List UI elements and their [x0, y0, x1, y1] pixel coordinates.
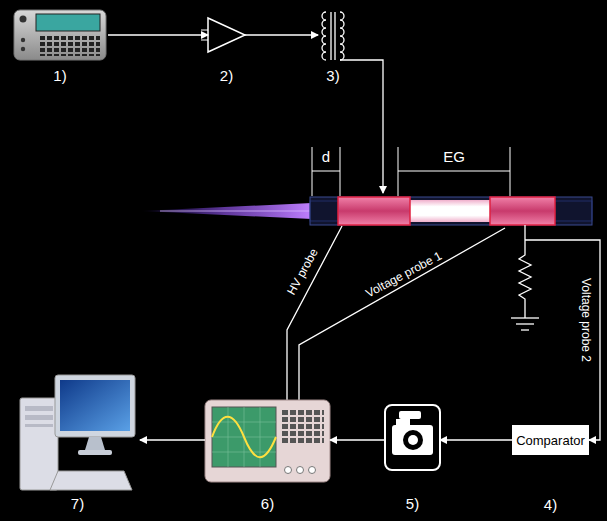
transformer-symbol — [322, 12, 344, 60]
camera-node: 5) — [385, 405, 440, 512]
camera-icon — [385, 405, 440, 470]
callout-number: 7) — [5, 496, 150, 512]
transformer-node: 3) — [318, 10, 348, 84]
resistor-symbol — [511, 225, 539, 330]
signal-arrow — [140, 439, 205, 440]
callout-number: 3) — [308, 68, 358, 84]
oscilloscope-node: 6) — [205, 400, 330, 512]
signal-arrow — [440, 439, 512, 440]
comparator-box: Comparator4) — [512, 425, 589, 455]
callout-number: 1) — [2, 68, 118, 84]
hv-feed-wire — [340, 60, 383, 193]
callout-number: 4) — [502, 497, 599, 513]
oscilloscope-icon — [205, 400, 330, 482]
plasma-jet — [140, 203, 312, 219]
amplifier-node: 2) — [208, 18, 245, 84]
probe-label: Voltage probe 1 — [364, 249, 444, 300]
dimension-label: d — [322, 149, 330, 166]
function-generator — [14, 10, 106, 60]
callout-number: 6) — [195, 496, 340, 512]
callout-number: 2) — [198, 68, 255, 84]
glass-tube — [310, 197, 592, 225]
probe-label: HV probe — [285, 247, 321, 298]
signal-arrow — [108, 34, 208, 35]
voltage-probe-2-wire — [525, 240, 600, 440]
computer-node: 7) — [15, 372, 140, 512]
electrodes — [338, 197, 555, 225]
function-generator-node: 1) — [12, 8, 108, 84]
callout-number: 5) — [375, 496, 450, 512]
eg-dimension — [398, 147, 510, 196]
box-text: Comparator — [516, 433, 585, 448]
probe-label: Voltage probe 2 — [578, 278, 591, 362]
d-dimension — [312, 147, 340, 196]
computer-icon — [20, 375, 135, 490]
signal-arrow — [330, 439, 385, 440]
signal-arrow — [245, 34, 318, 35]
dimension-label: EG — [443, 149, 465, 166]
